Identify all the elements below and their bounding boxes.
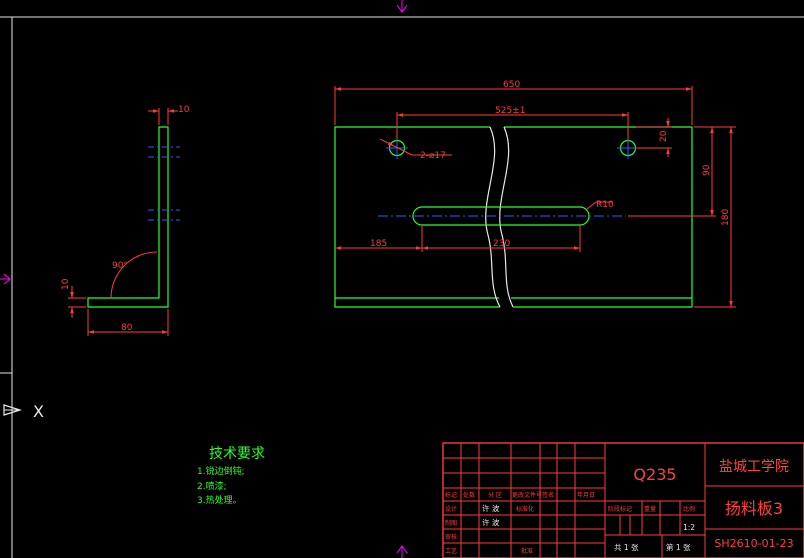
total-sheets: 共 1 张 xyxy=(614,543,639,552)
approve-label: 批准 xyxy=(521,547,533,555)
plate-left-outline xyxy=(334,126,500,308)
tech-requirements[interactable]: 技术要求 1.锐边倒钝; 2.喷漆; 3.热处理。 xyxy=(197,446,265,506)
tech-requirements-title: 技术要求 xyxy=(209,446,265,462)
side-thickness-label: 10 xyxy=(178,105,190,115)
school-name: 盐城工学院 xyxy=(719,459,789,475)
sheet-number: 第 1 张 xyxy=(666,542,691,552)
tech-requirement-item: 1.锐边倒钝; xyxy=(197,465,245,477)
header-label: 标记 xyxy=(445,491,457,499)
dim-flange-thickness xyxy=(68,286,86,318)
row-label: 制图 xyxy=(445,519,457,527)
dim-hole-spacing xyxy=(396,112,629,140)
slot-radius-label: R10 xyxy=(596,200,614,210)
slot-from-left-label: 185 xyxy=(370,239,387,249)
hole-callout-label: 2-⌀17 xyxy=(420,151,446,161)
drafter-name: 许 波 xyxy=(482,517,500,527)
front-view[interactable]: 650 525±1 20 2-⌀17 R10 xyxy=(334,80,736,308)
scale-value: 1:2 xyxy=(683,523,695,532)
ucs-icon: X xyxy=(3,402,44,421)
header-label: 签名 xyxy=(542,491,554,499)
overall-height-label: 180 xyxy=(721,209,731,226)
header-label: 处数 xyxy=(463,491,475,499)
row-label: 工艺 xyxy=(445,547,457,555)
standardization-label: 标准化 xyxy=(516,505,534,513)
drawing-number: SH2610-01-23 xyxy=(714,537,793,550)
stage-label: 阶段标记 xyxy=(608,505,632,513)
weight-label: 重量 xyxy=(644,505,656,513)
flange-length-label: 80 xyxy=(121,323,133,333)
row-label: 设计 xyxy=(445,505,457,513)
drawing-frame xyxy=(0,16,804,558)
tech-requirement-item: 3.热处理。 xyxy=(197,494,242,506)
angle-arc xyxy=(110,251,158,299)
ucs-x-label: X xyxy=(33,402,44,421)
side-angle-label: 90° xyxy=(112,261,128,271)
dim-hole-offset xyxy=(636,118,672,157)
slot-length-label: 230 xyxy=(493,239,510,249)
dim-overall-length xyxy=(334,86,693,125)
dim-flange-length xyxy=(87,309,169,336)
flange-thickness-label: 10 xyxy=(61,278,71,290)
header-label: 更改文件号 xyxy=(512,491,542,499)
header-label: 年月日 xyxy=(577,491,595,499)
title-block[interactable]: Q235 盐城工学院 扬料板3 SH2610-01-23 标记 处数 分 区 更… xyxy=(442,442,804,558)
side-view-centerlines xyxy=(148,146,180,221)
dim-overall-height xyxy=(694,126,736,308)
dim-side-thickness xyxy=(148,108,178,125)
part-name: 扬料板3 xyxy=(725,499,783,518)
dim-slot-length xyxy=(422,225,581,252)
overall-length-label: 650 xyxy=(503,80,520,90)
side-view-outline xyxy=(87,126,169,308)
tech-requirement-item: 2.喷漆; xyxy=(197,480,227,492)
slot-height-label: 90 xyxy=(702,164,712,176)
centering-marks xyxy=(0,0,408,558)
row-label: 审核 xyxy=(445,533,457,541)
dim-slot-height xyxy=(628,126,716,217)
material-label: Q235 xyxy=(633,465,676,484)
plate-right-outline xyxy=(504,126,693,308)
hole-spacing-label: 525±1 xyxy=(495,106,525,116)
title-block-grid xyxy=(442,442,804,558)
side-view[interactable]: 90° 10 10 80 xyxy=(61,105,190,336)
break-line-right xyxy=(499,126,514,308)
slot-leader xyxy=(586,201,612,210)
scale-header-label: 比例 xyxy=(683,505,695,513)
break-line-left xyxy=(485,126,501,308)
header-label: 分 区 xyxy=(488,491,502,499)
designer-name: 许 波 xyxy=(482,503,500,513)
hole-leader xyxy=(379,138,452,156)
hole-offset-label: 20 xyxy=(659,130,669,142)
